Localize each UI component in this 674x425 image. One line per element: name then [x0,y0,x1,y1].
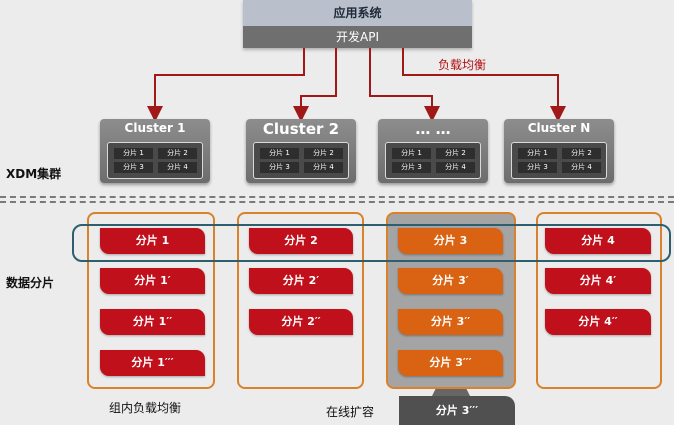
application-system-box: 应用系统 开发API [243,0,472,48]
cluster-shard: 分片 4 [304,162,343,173]
application-system-title: 应用系统 [243,0,472,26]
shard-group-2 [237,212,364,389]
cluster-1: Cluster 1 分片 1 分片 2 分片 3 分片 4 [100,119,210,183]
cluster-shard: 分片 1 [392,148,431,159]
cluster-shard-box: 分片 1 分片 2 分片 3 分片 4 [253,142,349,179]
cluster-shard: 分片 2 [562,148,601,159]
shard-block: 分片 4′′ [545,309,651,335]
online-expansion-label: 在线扩容 [326,405,375,419]
cluster-shard: 分片 4 [562,162,601,173]
shard-block: 分片 3′′ [398,309,503,335]
cluster-shard: 分片 3 [114,162,153,173]
development-api-label: 开发API [243,26,472,48]
shard-block: 分片 2′ [249,268,353,294]
primary-shard-band [72,224,671,262]
cluster-shard-box: 分片 1 分片 2 分片 3 分片 4 [385,142,481,179]
cluster-shard: 分片 3 [518,162,557,173]
shard-block: 分片 1′′ [100,309,205,335]
xdm-cluster-label: XDM集群 [6,167,62,181]
shard-block: 分片 3′′′ [398,350,503,376]
cluster-title: Cluster 2 [262,120,340,138]
cluster-shard: 分片 2 [436,148,475,159]
cluster-shard: 分片 3 [392,162,431,173]
shard-block: 分片 4 [545,228,651,254]
shard-block: 分片 1 [100,228,205,254]
cluster-ellipsis: … … 分片 1 分片 2 分片 3 分片 4 [378,119,488,183]
cluster-shard: 分片 4 [158,162,197,173]
cluster-n: Cluster N 分片 1 分片 2 分片 3 分片 4 [504,119,614,183]
cluster-shard: 分片 1 [260,148,299,159]
cluster-shard-box: 分片 1 分片 2 分片 3 分片 4 [107,142,203,179]
cluster-shard: 分片 2 [304,148,343,159]
shard-block: 分片 1′ [100,268,205,294]
shard-group-1 [87,212,215,389]
shard-block: 分片 1′′′ [100,350,205,376]
shard-block: 分片 4′ [545,268,651,294]
cluster-shard: 分片 4 [436,162,475,173]
arrow-to-cluster-3 [369,48,440,122]
load-balance-label: 负载均衡 [438,58,487,72]
divider-line [0,201,674,203]
shard-block: 分片 3 [398,228,503,254]
arrow-to-cluster-n [402,48,566,122]
shard-block: 分片 2 [249,228,353,254]
arrow-to-cluster-2 [293,48,337,122]
data-shards-label: 数据分片 [6,276,55,290]
shard-block: 分片 3′ [398,268,503,294]
arrow-to-cluster-1 [147,48,305,122]
cluster-shard: 分片 1 [114,148,153,159]
cluster-title: … … [415,120,451,138]
cluster-shard-box: 分片 1 分片 2 分片 3 分片 4 [511,142,607,179]
cluster-shard: 分片 1 [518,148,557,159]
cluster-shard: 分片 3 [260,162,299,173]
cluster-title: Cluster N [527,121,591,135]
group-load-balance-label: 组内负载均衡 [109,401,182,415]
cluster-2: Cluster 2 分片 1 分片 2 分片 3 分片 4 [246,119,356,183]
cluster-title: Cluster 1 [124,121,186,135]
cluster-shard: 分片 2 [158,148,197,159]
divider-line [0,196,674,198]
shard-group-4 [536,212,662,389]
shard-block: 分片 2′′ [249,309,353,335]
expansion-shard: 分片 3′′′ [399,396,515,425]
